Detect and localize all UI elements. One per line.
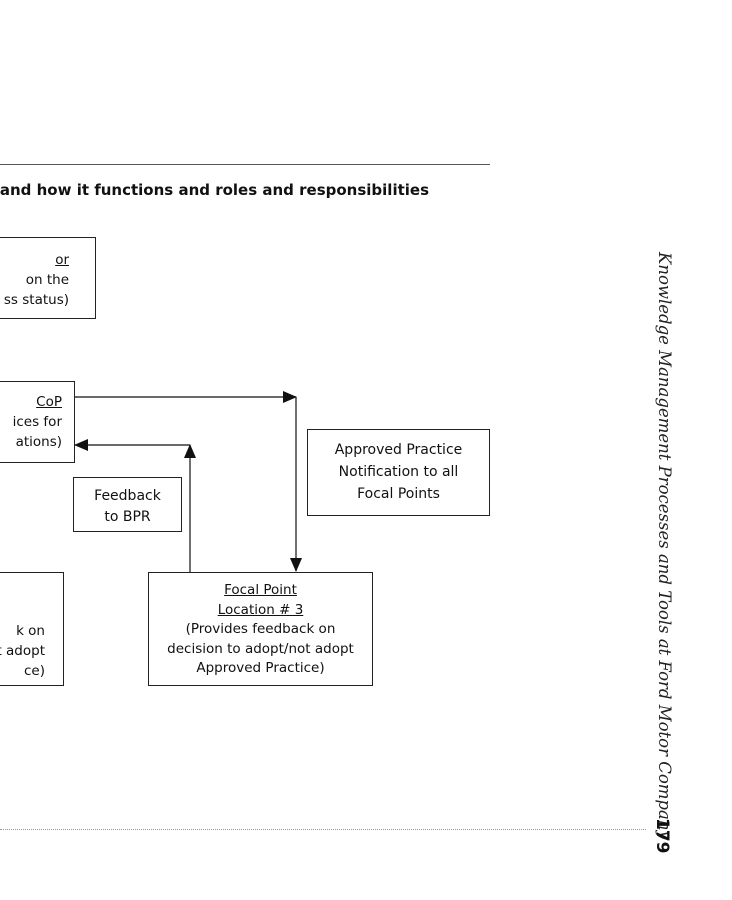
cop-box-line3: ations)	[15, 434, 62, 450]
left-partial-box: k on t adopt ce)	[0, 572, 64, 686]
approved-practice-notification-box: Approved Practice Notification to all Fo…	[307, 429, 490, 516]
top-box-line3: ss status)	[3, 292, 69, 308]
header-rule	[0, 164, 490, 165]
page-number: 179	[652, 818, 672, 854]
top-box-line1: or	[55, 252, 69, 268]
top-partial-box: or on the ss status)	[0, 237, 96, 319]
left-box-line1: k on	[16, 623, 45, 639]
focal3-box-line5: Approved Practice)	[196, 660, 325, 676]
approved-box-line1: Approved Practice	[334, 442, 463, 458]
cop-box-line1: CoP	[36, 394, 62, 410]
top-box-line2: on the	[25, 272, 69, 288]
focal3-box-line4: decision to adopt/not adopt	[167, 640, 354, 657]
feedback-box-line1: Feedback	[94, 488, 161, 504]
approved-box-line2: Notification to all	[338, 464, 459, 480]
cop-box-line2: ices for	[12, 414, 62, 430]
focal3-box-line3: (Provides feedback on	[185, 621, 336, 637]
cop-partial-box: CoP ices for ations)	[0, 381, 75, 463]
left-box-line2: t adopt	[0, 643, 45, 659]
feedback-to-bpr-box: Feedback to BPR	[73, 477, 182, 532]
focal3-box-line2: Location # 3	[217, 601, 304, 618]
feedback-box-line2: to BPR	[104, 509, 151, 525]
focal-point-location-3-box: Focal Point Location # 3 (Provides feedb…	[148, 572, 373, 686]
figure-caption: e and how it functions and roles and res…	[0, 181, 429, 199]
approved-box-line3: Focal Points	[357, 486, 440, 502]
footer-dotted-rule	[0, 829, 646, 830]
left-box-line3: ce)	[24, 663, 45, 679]
running-book-title: Knowledge Management Processes and Tools…	[655, 252, 674, 840]
focal3-box-line1: Focal Point	[224, 582, 297, 598]
